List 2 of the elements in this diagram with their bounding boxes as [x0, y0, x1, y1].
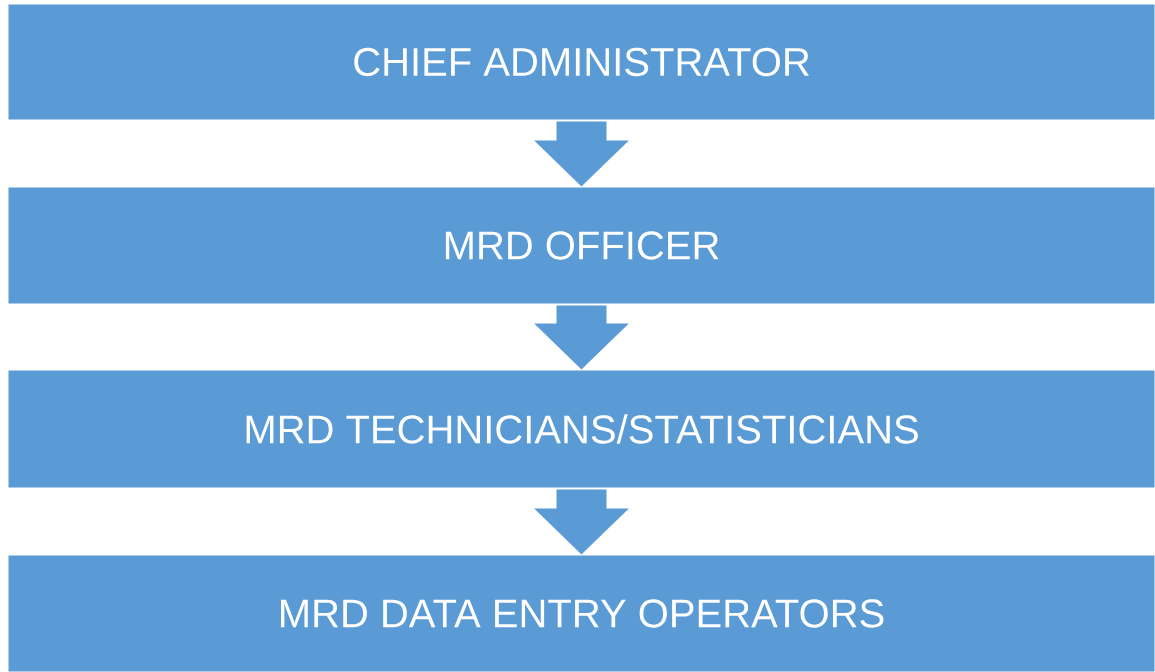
process-box: MRD DATA ENTRY OPERATORS [7, 554, 1155, 672]
process-box: CHIEF ADMINISTRATOR [7, 3, 1155, 121]
